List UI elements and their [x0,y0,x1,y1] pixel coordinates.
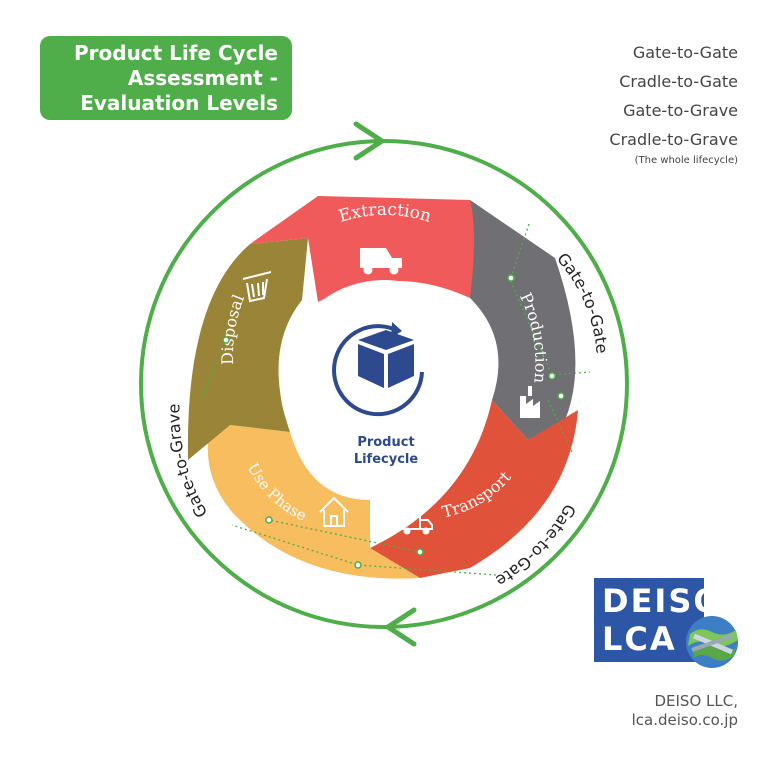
title-line-3: Evaluation Levels [80,90,278,115]
delivery-truck-icon [401,515,433,535]
stage-production [470,200,576,440]
evaluation-levels-legend: Gate-to-Gate Cradle-to-Gate Gate-to-Grav… [609,38,738,168]
center-label-line-2: Lifecycle [354,452,419,467]
globe-icon [686,616,738,668]
house-icon [319,496,349,527]
logo-line-1: DEISO [602,582,723,620]
center-label-line-1: Product [357,435,414,450]
title-box: Product Life Cycle Assessment - Evaluati… [40,36,292,120]
legend-cradle-to-gate: Cradle-to-Gate [619,72,738,91]
company-url[interactable]: lca.deiso.co.jp [631,711,738,729]
company-name: DEISO LLC, [654,692,738,710]
connector-dots [222,274,565,569]
stage-disposal [187,238,308,460]
stage-use-phase [207,425,420,579]
title-line-1: Product Life Cycle [73,40,278,65]
mining-truck-icon [360,248,402,275]
logo-box: DEISO LCA [594,578,721,662]
company-info: DEISO LLC, lca.deiso.co.jp [632,692,738,730]
deiso-lca-logo: DEISO LCA [594,578,746,670]
trash-icon [242,271,272,303]
top-cycle-arrow-icon [353,121,385,161]
connector-lines [199,223,591,576]
legend-gate-to-gate: Gate-to-Gate [632,43,738,62]
box-cycle-icon [332,322,424,417]
bottom-cycle-arrow-icon [385,607,417,647]
logo-line-2: LCA [602,620,677,658]
legend-gate-to-grave: Gate-to-Grave [623,101,738,120]
stage-transport [370,400,578,578]
factory-icon [520,386,540,418]
legend-cradle-to-grave: Cradle-to-Grave [609,130,738,149]
legend-note: (The whole lifecycle) [634,155,738,166]
title-line-2: Assessment - [127,65,278,90]
